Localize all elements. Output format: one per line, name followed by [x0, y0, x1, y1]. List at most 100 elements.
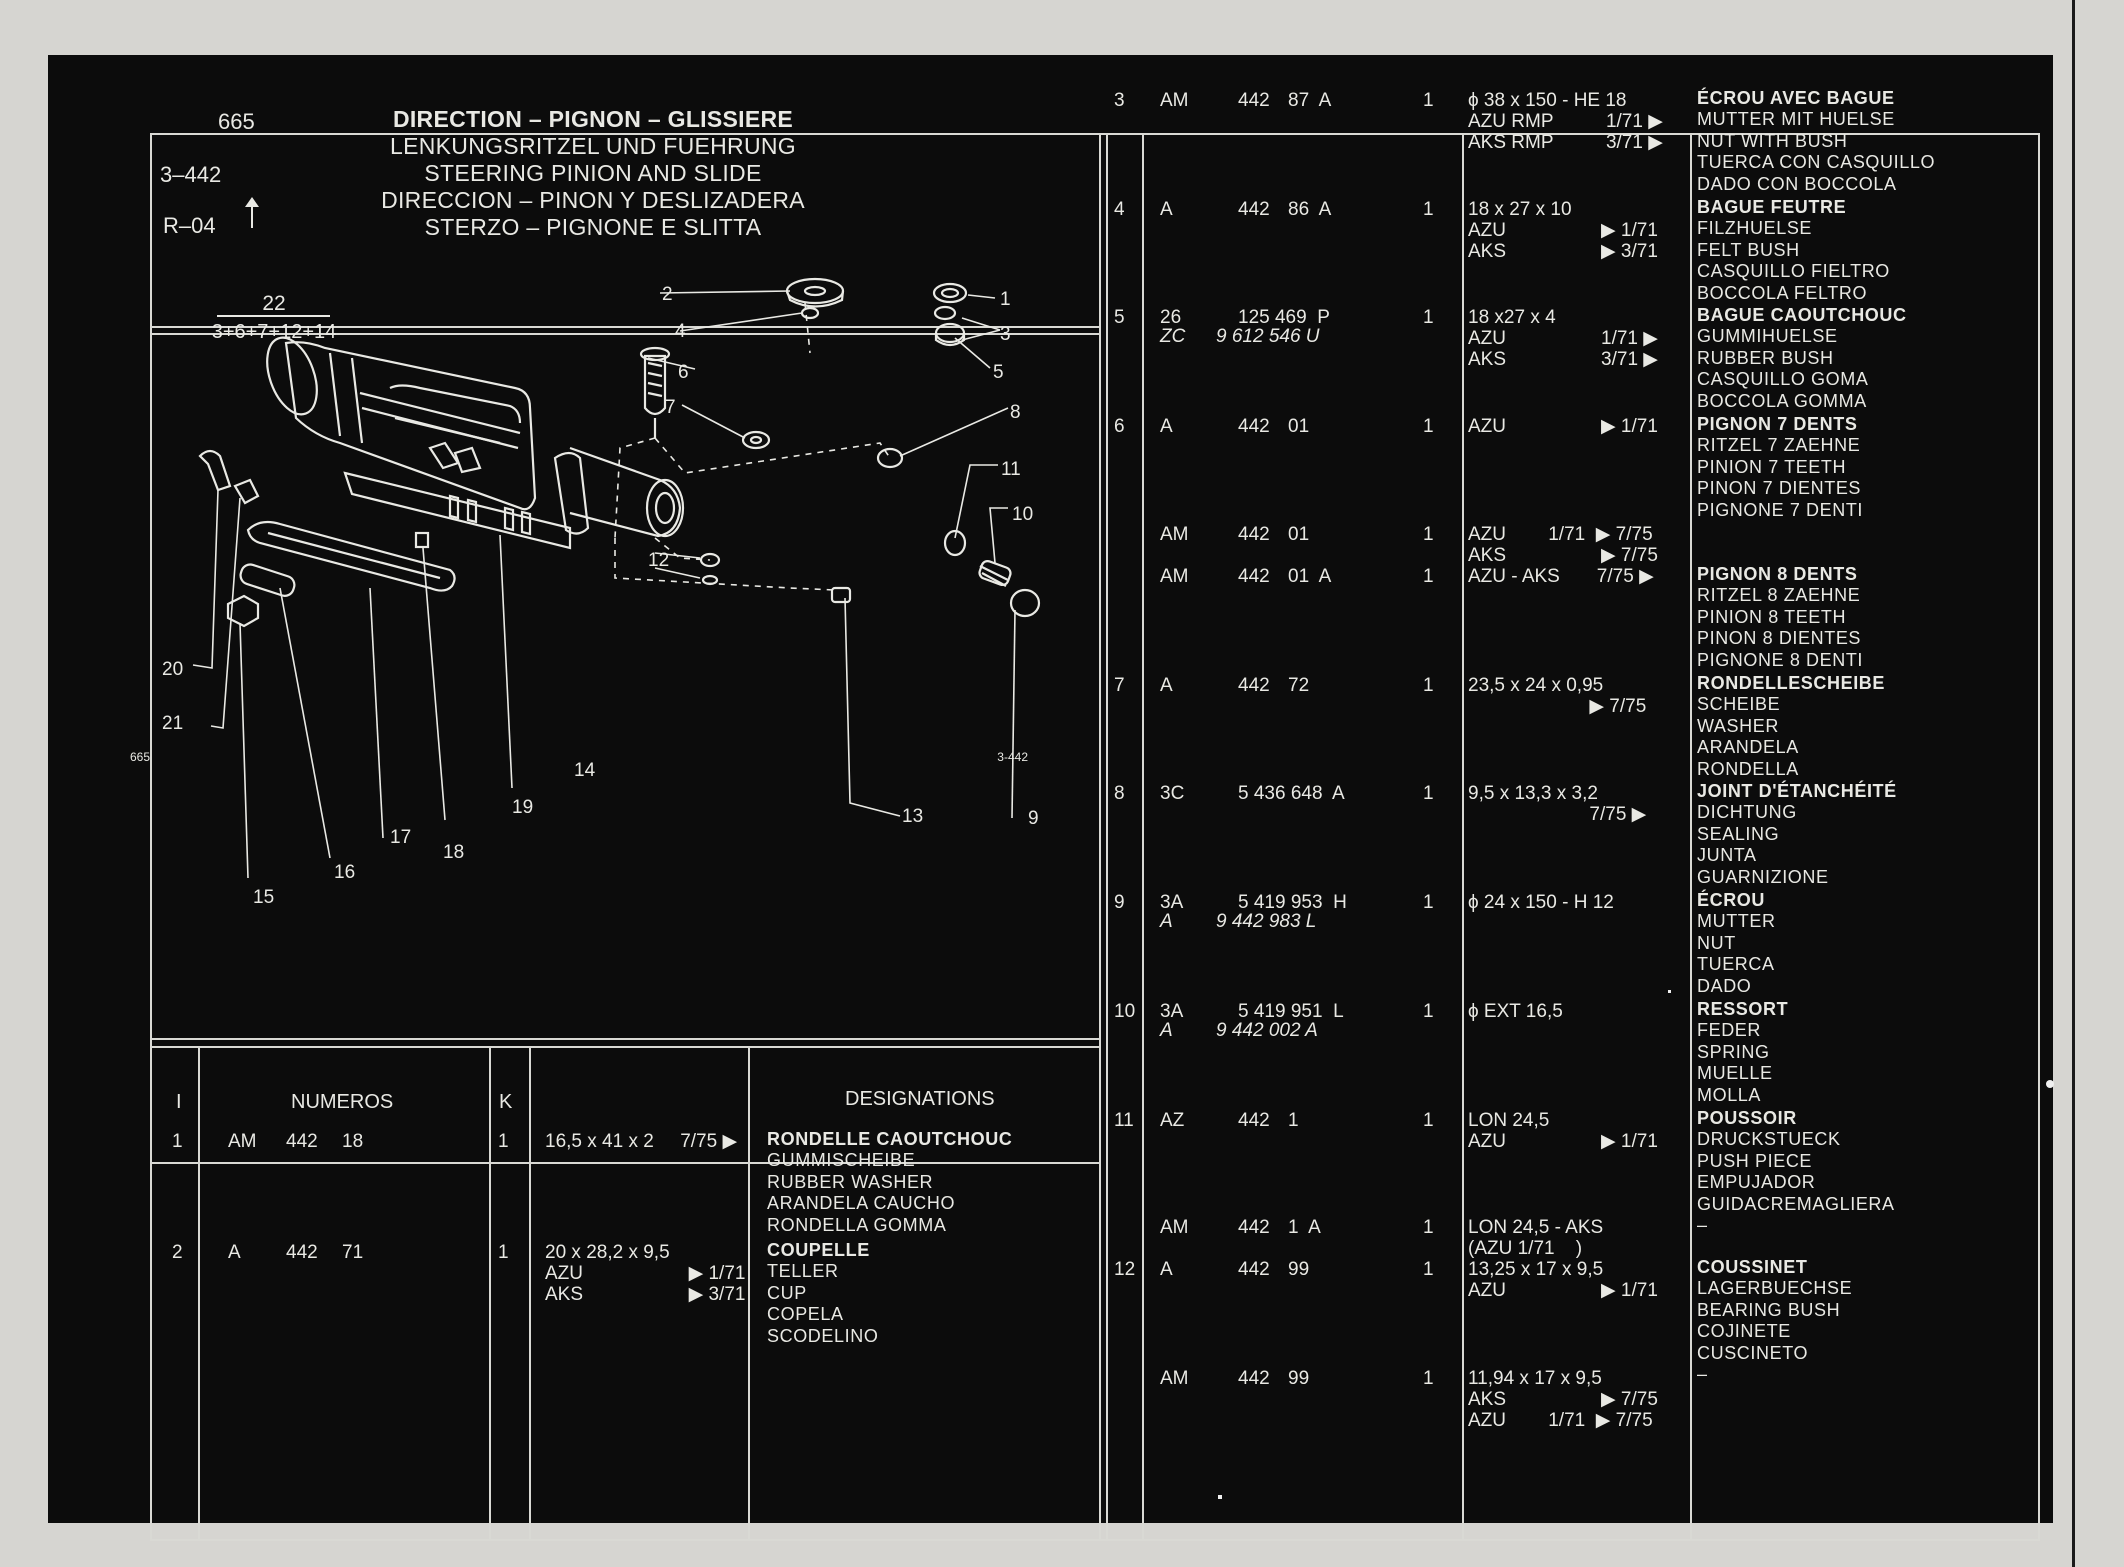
- part-number: 5 436 648 A: [1238, 783, 1345, 804]
- designation-translation: TUERCA: [1697, 954, 1775, 975]
- spec-line: AZU - AKS 7/75 ▶: [1468, 566, 1654, 587]
- designation-translation: –: [1697, 1364, 1708, 1385]
- table-frame: [150, 133, 2042, 1541]
- row-index: 8: [1114, 783, 1125, 804]
- title-en: STEERING PINION AND SLIDE: [424, 160, 762, 186]
- section-ref: 3–442: [160, 162, 222, 187]
- part-prefix: 3C: [1160, 783, 1185, 804]
- row-index: 6: [1114, 416, 1125, 437]
- spec-line: AZU ▶ 1/71: [545, 1263, 746, 1284]
- designation-translation: –: [1697, 1215, 1708, 1236]
- designation-main: PIGNON 8 DENTS: [1697, 564, 1858, 584]
- fraction-bottom: 3+6+7+12+14: [212, 321, 337, 343]
- page-number: 665: [218, 109, 255, 134]
- revision: R–04: [163, 213, 216, 238]
- spec-line: AKS ▶ 7/75: [1468, 1389, 1658, 1410]
- spec-line: AZU 1/71 ▶: [1468, 328, 1658, 349]
- designation-translation: GUMMISCHEIBE: [767, 1150, 916, 1171]
- callout-1: 1: [1000, 289, 1011, 310]
- spec-line: AZU ▶ 1/71: [1468, 416, 1658, 437]
- callout-21: 21: [162, 713, 183, 734]
- callout-5: 5: [993, 362, 1004, 383]
- callout-10: 10: [1012, 504, 1033, 525]
- part-suffix: 99: [1288, 1368, 1310, 1389]
- col-header-i: I: [176, 1091, 182, 1113]
- part-number: 442: [1238, 1259, 1270, 1280]
- quantity: 1: [1423, 1259, 1434, 1280]
- callout-2: 2: [662, 284, 673, 305]
- callout-4: 4: [675, 321, 686, 342]
- callout-18: 18: [443, 842, 464, 863]
- designation-translation: SCHEIBE: [1697, 694, 1781, 715]
- designation-translation: RONDELLA: [1697, 758, 1799, 779]
- designation-main: JOINT D'ÉTANCHÉITÉ: [1697, 781, 1897, 801]
- designation-translation: PIGNONE 7 DENTI: [1697, 499, 1864, 520]
- row-index: 12: [1114, 1259, 1136, 1280]
- row-index: 11: [1114, 1110, 1134, 1131]
- quantity: 1: [498, 1242, 509, 1263]
- designation-translation: DADO: [1697, 975, 1752, 996]
- part-prefix-alt: A: [1160, 1020, 1173, 1041]
- dust-spot: [1218, 1495, 1222, 1499]
- part-prefix-alt: A: [1160, 911, 1173, 932]
- spec-line: AZU ▶ 1/71: [1468, 1131, 1658, 1152]
- part-prefix: AM: [1160, 1217, 1189, 1238]
- callout-19: 19: [512, 797, 533, 818]
- fraction-top: 22: [262, 292, 285, 315]
- designation-translation: RITZEL 8 ZAEHNE: [1697, 585, 1861, 606]
- row-index: 5: [1114, 307, 1125, 328]
- spec-line: 7/75 ▶: [1468, 804, 1647, 825]
- designation-translation: WASHER: [1697, 715, 1779, 736]
- part-suffix: 99: [1288, 1259, 1310, 1280]
- col-header-designations: DESIGNATIONS: [845, 1088, 995, 1110]
- designation-main: PIGNON 7 DENTS: [1697, 414, 1858, 434]
- callout-16: 16: [334, 862, 355, 883]
- designation-translation: FILZHUELSE: [1697, 218, 1813, 239]
- title-it: STERZO – PIGNONE E SLITTA: [424, 214, 762, 240]
- quantity: 1: [1423, 307, 1434, 328]
- designation-translation: LAGERBUECHSE: [1697, 1278, 1853, 1299]
- designation-translation: SPRING: [1697, 1041, 1770, 1062]
- part-prefix: AZ: [1160, 1110, 1185, 1131]
- quantity: 1: [1423, 1110, 1434, 1131]
- up-arrow-icon: [251, 200, 253, 228]
- designation-main: COUPELLE: [767, 1240, 870, 1260]
- part-number: 5 419 953 H: [1238, 892, 1347, 913]
- spec-line: AKS ▶ 3/71: [1468, 241, 1658, 262]
- designation-translation: SEALING: [1697, 823, 1780, 844]
- spec-line: ϕ 38 x 150 - HE 18: [1468, 90, 1627, 111]
- part-suffix: 01: [1288, 416, 1310, 437]
- film-edge: [2072, 0, 2075, 1567]
- part-number-alt: 9 442 002 A: [1216, 1020, 1318, 1041]
- part-prefix: 26: [1160, 307, 1182, 328]
- row-index: 7: [1114, 675, 1125, 696]
- part-number-alt: 9 442 983 L: [1216, 911, 1317, 932]
- designation-translation: NUT: [1697, 932, 1736, 953]
- quantity: 1: [1423, 783, 1434, 804]
- callout-9: 9: [1028, 808, 1039, 829]
- designation-translation: PINON 7 DIENTES: [1697, 478, 1862, 499]
- part-number-alt: 9 612 546 U: [1216, 326, 1320, 347]
- col-header-numeros: NUMEROS: [291, 1091, 394, 1113]
- quantity: 1: [498, 1131, 509, 1152]
- row-index: 3: [1114, 90, 1125, 111]
- designation-main: RONDELLE CAOUTCHOUC: [767, 1129, 1013, 1149]
- part-number: 442: [286, 1131, 318, 1152]
- designation-main: POUSSOIR: [1697, 1108, 1797, 1128]
- spec-line: 13,25 x 17 x 9,5: [1468, 1259, 1604, 1280]
- designation-main: COUSSINET: [1697, 1257, 1808, 1277]
- spec-line: ϕ EXT 16,5: [1468, 1001, 1563, 1022]
- callout-8: 8: [1010, 402, 1021, 423]
- spec-line: AZU ▶ 1/71: [1468, 1280, 1658, 1301]
- spec-line: 20 x 28,2 x 9,5: [545, 1242, 670, 1263]
- part-prefix: A: [1160, 199, 1173, 220]
- part-number: 442: [1238, 199, 1270, 220]
- quantity: 1: [1423, 892, 1434, 913]
- part-suffix: 1: [1288, 1110, 1299, 1131]
